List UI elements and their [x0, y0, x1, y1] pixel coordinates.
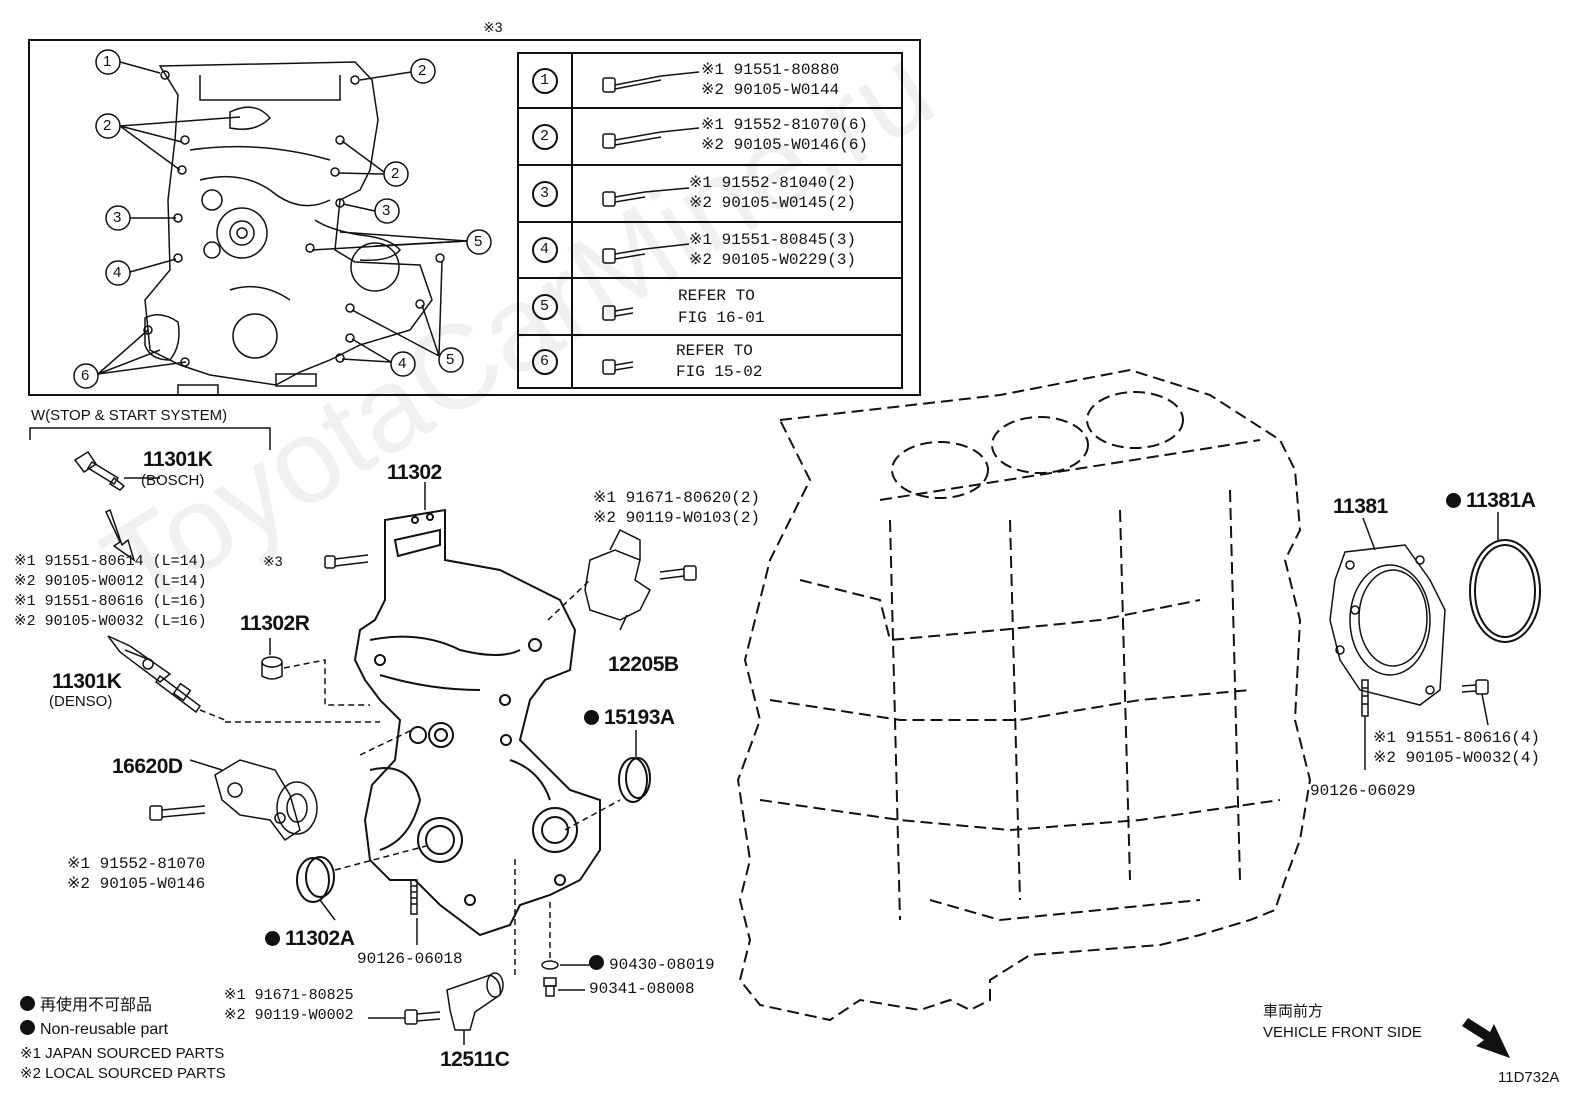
tensioner-bolt-2: ※2 90105-W0146 [67, 875, 206, 893]
label-11302: 11302 [387, 461, 442, 484]
bolt-table [517, 52, 903, 389]
leader-lines [124, 482, 637, 1045]
callout-6: 6 [81, 367, 90, 384]
rear-bolt-2: ※2 90105-W0032(4) [1373, 749, 1541, 767]
cover-bolt-2: ※2 90119-W0002 [224, 1007, 354, 1024]
label-15193a: 15193A [584, 707, 675, 728]
callout-3b: 3 [382, 202, 391, 219]
table-row-6-line2: FIG 15-02 [676, 363, 763, 381]
legend-nonreusable-en: Non-reusable part [20, 1020, 168, 1038]
table-row-6-line1: REFER TO [676, 342, 753, 360]
label-90341-08008: 90341-08008 [589, 980, 695, 998]
sensor-bolt-1: ※1 91551-80614 (L=14) [14, 553, 207, 570]
legend-jp-sourced: ※1 JAPAN SOURCED PARTS [20, 1045, 225, 1062]
table-row-4-line2: ※2 90105-W0229(3) [689, 251, 857, 269]
plug-90341 [543, 977, 557, 997]
bracket-12511c [446, 972, 504, 1031]
table-row-1-num: 1 [540, 72, 550, 89]
front-label-en: VEHICLE FRONT SIDE [1263, 1024, 1422, 1041]
cover-bolt-1: ※1 91671-80825 [224, 987, 354, 1004]
table-row-4-line1: ※1 91551-80845(3) [689, 231, 857, 249]
stud-90126-06029 [1361, 679, 1369, 717]
label-11381a: 11381A [1446, 490, 1536, 511]
sensor-bolt-3: ※1 91551-80616 (L=16) [14, 593, 207, 610]
bracket-bolt-2: ※2 90119-W0103(2) [593, 509, 761, 527]
tensioner-drawing [214, 759, 318, 842]
inset-callouts [73, 49, 492, 389]
table-row-5-line1: REFER TO [678, 287, 755, 305]
table-row-2-line1: ※1 91552-81070(6) [701, 116, 869, 134]
label-11302a: 11302A [265, 928, 355, 949]
inset-timing-cover [143, 61, 445, 396]
table-row-2-num: 2 [540, 128, 550, 145]
label-11381: 11381 [1333, 495, 1388, 518]
label-90126-06018: 90126-06018 [357, 950, 463, 968]
label-denso: (DENSO) [49, 693, 113, 710]
gasket-90430 [541, 960, 559, 970]
seal-11381a [1469, 539, 1541, 643]
bracket-12205b [584, 528, 651, 621]
sensor-bolt-4: ※2 90105-W0032 (L=16) [14, 613, 207, 630]
label-90126-06029: 90126-06029 [1310, 782, 1416, 800]
label-12511c: 12511C [440, 1048, 510, 1071]
table-row-4-num: 4 [540, 241, 550, 258]
bolt-rear [1461, 679, 1489, 695]
table-row-1-line1: ※1 91551-80880 [701, 61, 840, 79]
callout-3a: 3 [113, 209, 122, 226]
inset-title-mark: ※3 [483, 19, 503, 35]
label-90430-08019: 90430-08019 [589, 955, 715, 973]
sensor-bosch-drawing [73, 450, 160, 491]
plug-11302r [261, 656, 283, 680]
bracket-bolt-1: ※1 91671-80620(2) [593, 489, 761, 507]
seal-15193a [618, 757, 651, 803]
callout-2a: 2 [418, 62, 427, 79]
callout-1: 1 [103, 53, 112, 70]
label-12205b: 12205B [608, 653, 679, 676]
legend-local-sourced: ※2 LOCAL SOURCED PARTS [20, 1065, 226, 1082]
rear-bolt-1: ※1 91551-80616(4) [1373, 729, 1541, 747]
table-row-5-line2: FIG 16-01 [678, 309, 765, 327]
sensor-denso-drawing [107, 635, 202, 714]
bolt-mark3 [324, 554, 369, 569]
front-label-jp: 車両前方 [1263, 1003, 1324, 1020]
table-row-5-num: 5 [540, 298, 550, 315]
table-row-1-line2: ※2 90105-W0144 [701, 81, 840, 99]
label-bosch: (BOSCH) [141, 472, 205, 489]
callout-5b: 5 [446, 351, 455, 368]
stud-90126-06018 [410, 879, 418, 915]
label-11301k-bosch: 11301K [143, 448, 213, 471]
table-row-3-line1: ※1 91552-81040(2) [689, 174, 857, 192]
label-16620d: 16620D [112, 755, 183, 778]
callout-2c: 2 [391, 165, 400, 182]
label-11302r: 11302R [240, 612, 310, 635]
callout-4b: 4 [398, 355, 407, 372]
callout-4a: 4 [113, 264, 122, 281]
bolt-icon [602, 71, 700, 375]
bolt-tensioner [149, 805, 206, 821]
sensor-bolt-2: ※2 90105-W0012 (L=14) [14, 573, 207, 590]
legend-nonreusable-jp: 再使用不可部品 [20, 996, 152, 1014]
stop-start-label: W(STOP & START SYSTEM) [31, 407, 228, 424]
inset-frame [28, 39, 921, 396]
label-11301k-denso: 11301K [52, 670, 122, 693]
tensioner-bolt-1: ※1 91552-81070 [67, 855, 206, 873]
bolt-12511c [404, 1009, 441, 1025]
table-row-3-line2: ※2 90105-W0145(2) [689, 194, 857, 212]
table-row-6-num: 6 [540, 353, 550, 370]
retainer-11381 [1329, 544, 1446, 706]
callout-2b: 2 [103, 117, 112, 134]
cylinder-block [736, 368, 1312, 1022]
label-mark3-bolt: ※3 [263, 553, 283, 569]
seal-11302a [296, 856, 335, 903]
bolt-12205b [659, 565, 697, 581]
table-row-2-line2: ※2 90105-W0146(6) [701, 136, 869, 154]
table-row-3-num: 3 [540, 185, 550, 202]
callout-5a: 5 [474, 233, 483, 250]
timing-cover-drawing [353, 508, 601, 937]
figure-id: 11D732A [1498, 1069, 1560, 1086]
vehicle-front-arrow [1462, 1018, 1510, 1058]
